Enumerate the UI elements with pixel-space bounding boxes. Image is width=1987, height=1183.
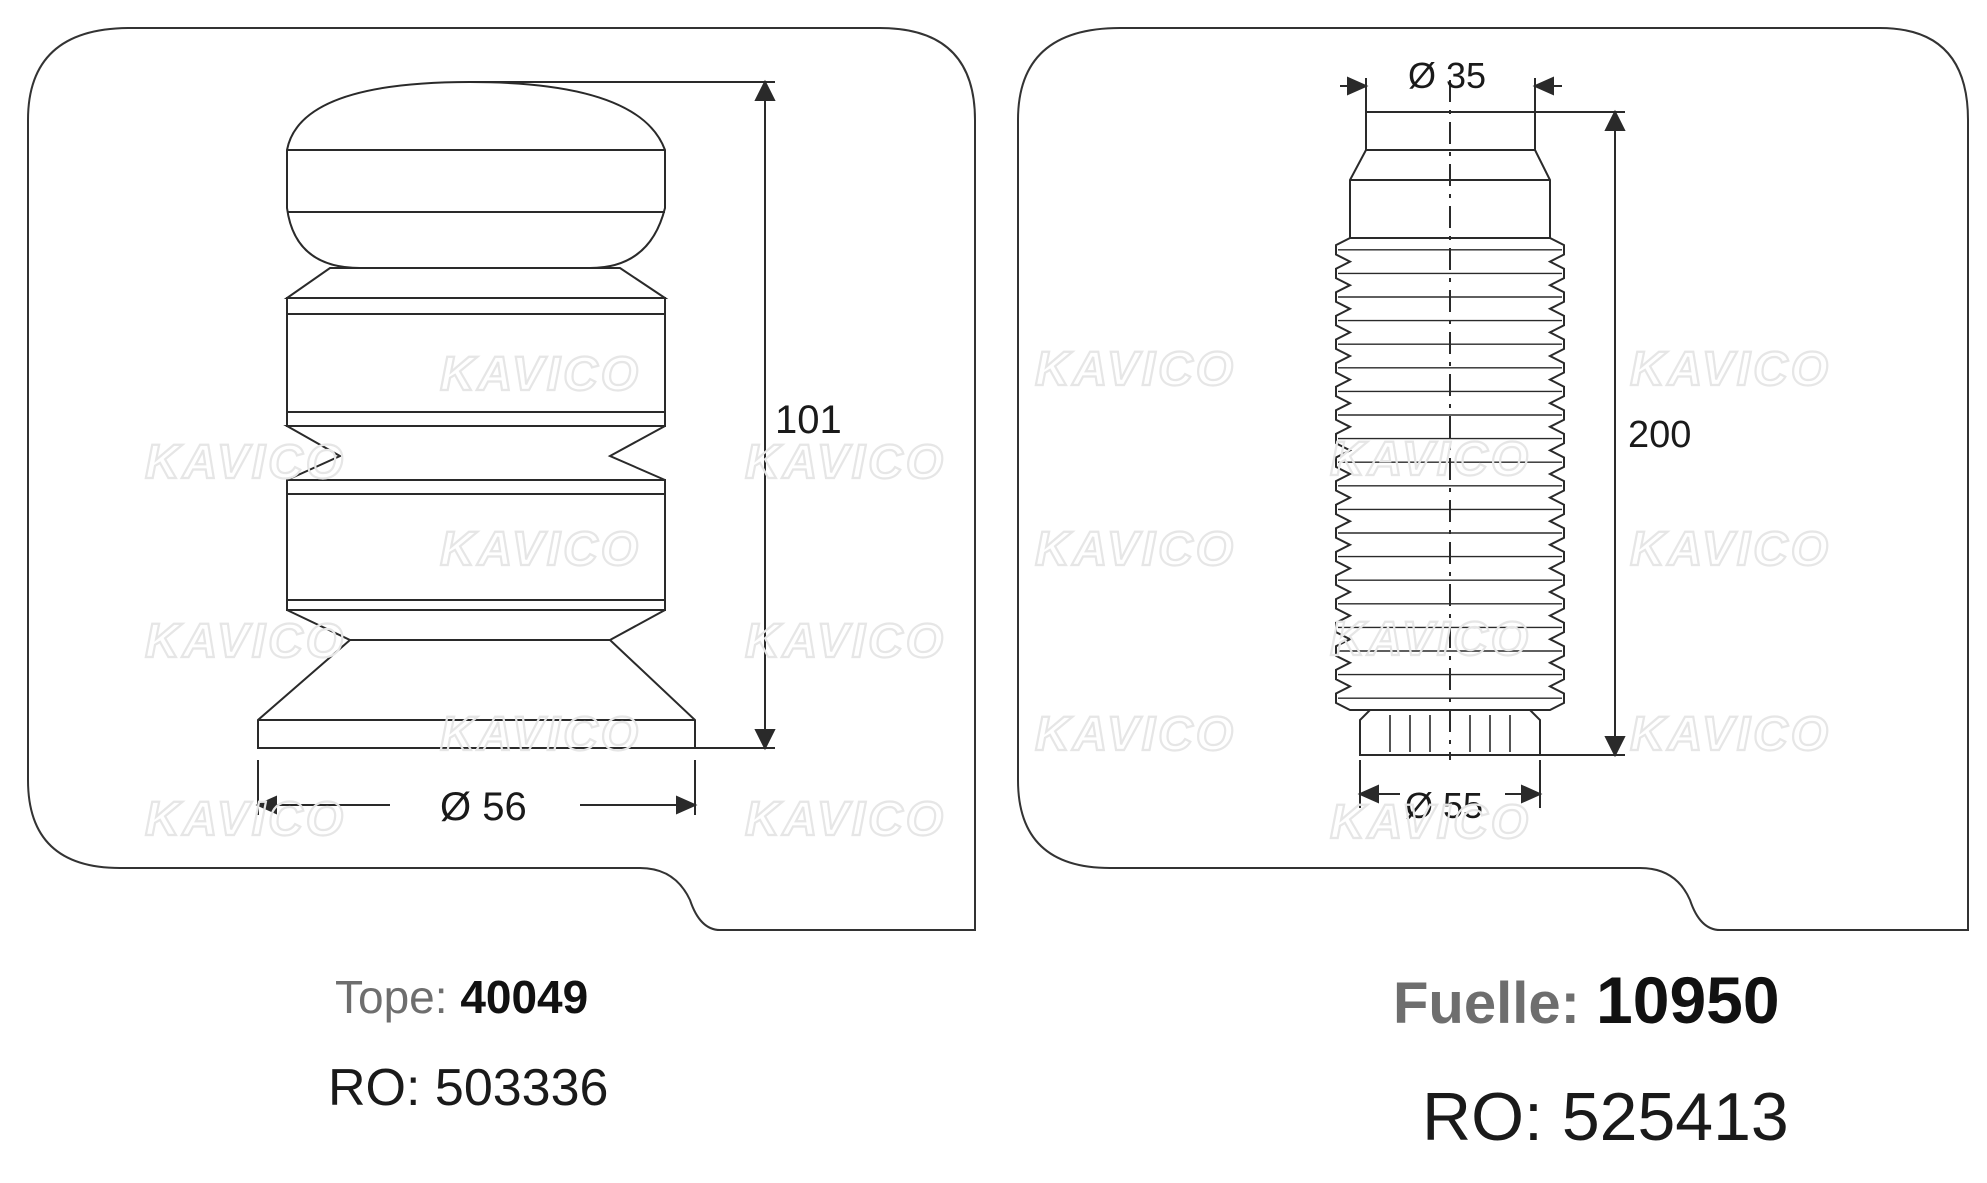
bottom-diameter-label: Ø 55 — [1405, 785, 1483, 826]
kavico-watermark: KAVICO — [745, 615, 946, 668]
left-part-type-label: Tope: — [335, 971, 448, 1023]
left-part-title: Tope: 40049 — [335, 970, 588, 1024]
left-diameter-label: Ø 56 — [440, 785, 527, 829]
left-height-label: 101 — [775, 398, 842, 442]
kavico-watermark: KAVICO — [145, 436, 346, 489]
kavico-watermark: KAVICO — [1630, 708, 1831, 761]
bottom-diameter-dimension — [1357, 760, 1543, 808]
kavico-watermark: KAVICO — [1035, 343, 1236, 396]
kavico-watermark: KAVICO — [1330, 796, 1531, 849]
right-height-label: 200 — [1628, 414, 1691, 456]
right-part-title: Fuelle: 10950 — [1393, 962, 1780, 1038]
kavico-watermark: KAVICO — [145, 793, 346, 846]
kavico-watermark: KAVICO — [440, 523, 641, 576]
kavico-watermark: KAVICO — [745, 793, 946, 846]
right-height-dimension — [1535, 109, 1626, 758]
kavico-watermark: KAVICO — [440, 348, 641, 401]
kavico-watermark: KAVICO — [1330, 433, 1531, 486]
left-part-ro-label: RO: — [328, 1059, 421, 1117]
right-part-ro-label: RO: — [1422, 1079, 1543, 1155]
left-part-code: 40049 — [460, 971, 589, 1023]
top-diameter-dimension — [1340, 76, 1562, 112]
watermark-layer: KAVICO KAVICO KAVICO KAVICO KAVICO KAVICO KAVI… — [144, 342, 1831, 850]
right-part-code: 10950 — [1596, 963, 1780, 1037]
kavico-watermark: KAVICO — [1330, 613, 1531, 666]
kavico-watermark: KAVICO — [1630, 343, 1831, 396]
left-part-ro: RO: 503336 — [328, 1058, 608, 1118]
left-diameter-dimension — [255, 760, 698, 815]
top-diameter-label: Ø 35 — [1408, 55, 1486, 96]
right-part-ro: RO: 525413 — [1422, 1078, 1789, 1156]
left-height-dimension — [470, 79, 776, 751]
left-part-ro-number: 503336 — [434, 1059, 609, 1117]
left-panel-frame — [27, 27, 976, 931]
right-part-ro-number: 525413 — [1561, 1079, 1789, 1155]
kavico-watermark: KAVICO — [1035, 523, 1236, 576]
kavico-watermark: KAVICO — [745, 436, 946, 489]
right-panel-frame — [1017, 27, 1969, 931]
kavico-watermark: KAVICO — [1630, 523, 1831, 576]
bump-stop-drawing — [257, 80, 696, 749]
kavico-watermark: KAVICO — [145, 615, 346, 668]
kavico-watermark: KAVICO — [440, 708, 641, 761]
kavico-watermark: KAVICO — [1035, 708, 1236, 761]
right-part-type-label: Fuelle: — [1393, 971, 1580, 1036]
